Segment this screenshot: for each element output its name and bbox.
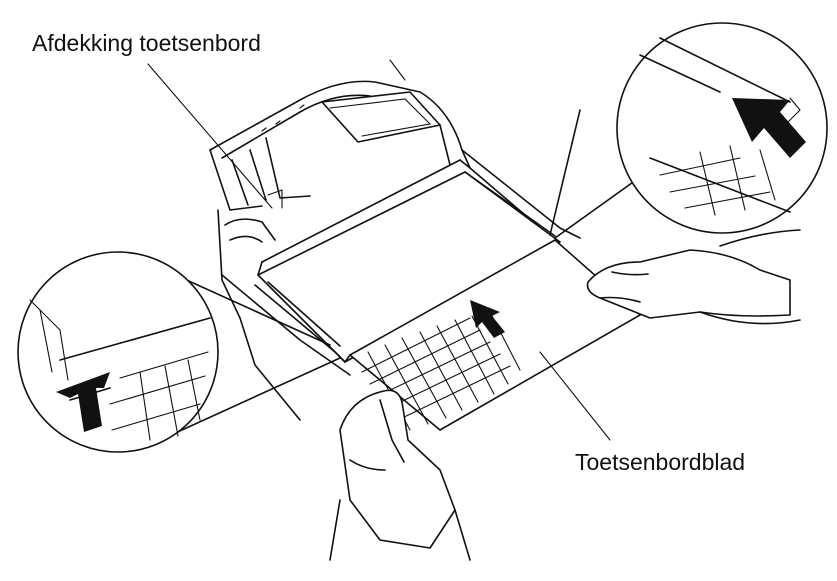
keyboard-cover bbox=[254, 159, 561, 363]
push-arrow-icon bbox=[470, 300, 505, 338]
push-arrow-icon bbox=[732, 98, 806, 158]
leader-sheet bbox=[539, 351, 611, 441]
push-arrow-icon bbox=[56, 372, 110, 432]
leader-cover bbox=[147, 63, 273, 209]
detail-magnifier-right bbox=[549, 22, 828, 239]
label-keyboard-cover: Afdekking toetsenbord bbox=[32, 30, 261, 56]
left-hand bbox=[329, 389, 471, 561]
label-keyboard-sheet: Toetsenbordblad bbox=[575, 449, 746, 475]
detail-magnifier-left bbox=[17, 251, 341, 453]
right-hand bbox=[586, 229, 801, 325]
cash-register-body bbox=[209, 59, 581, 421]
keyboard-sheet bbox=[344, 239, 641, 431]
